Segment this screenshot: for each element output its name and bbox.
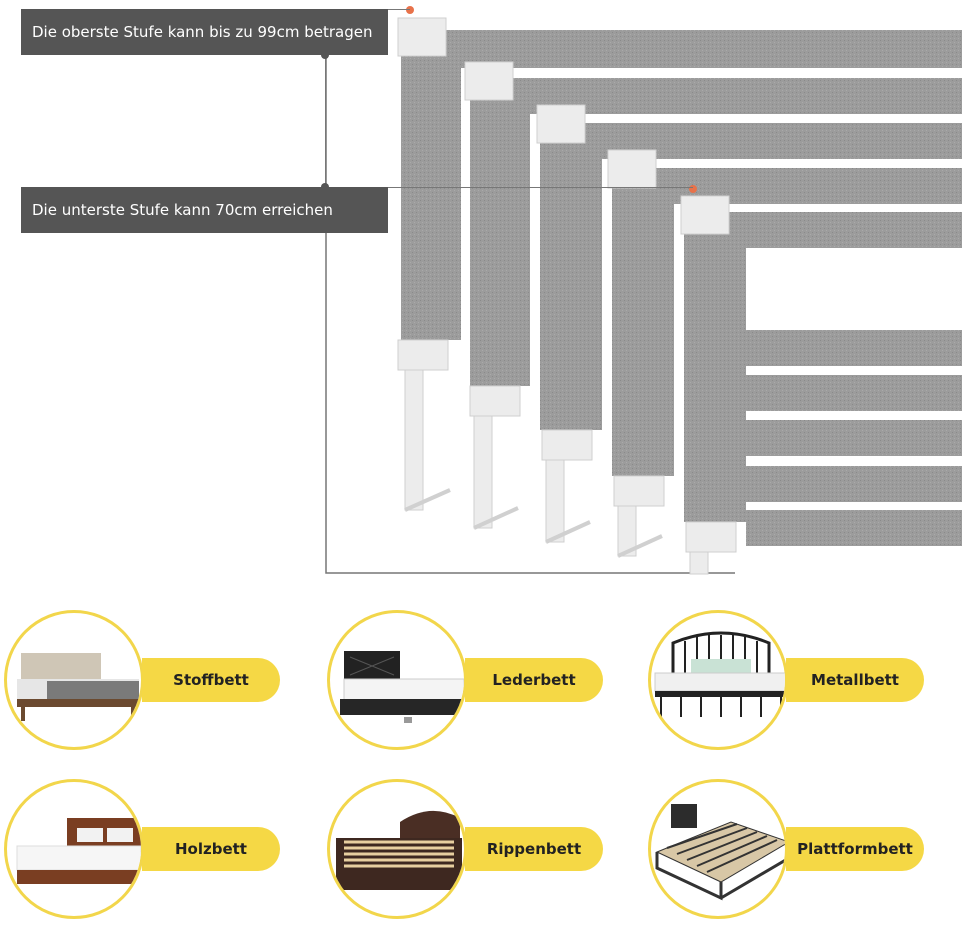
bed-card-slatted: Rippenbett: [327, 779, 607, 929]
bed-card-leather: Lederbett: [327, 610, 607, 760]
callout-top-level: Die oberste Stufe kann bis zu 99cm betra…: [21, 9, 388, 55]
rail-level-2: [464, 61, 962, 530]
wooden-bed-icon: [4, 779, 144, 919]
bed-card-metal: Metallbett: [648, 610, 928, 760]
bed-label-fabric: Stoffbett: [142, 658, 280, 702]
platform-bed-icon: [648, 779, 788, 919]
rail-level-5: [680, 195, 962, 575]
leather-bed-icon: [327, 610, 467, 750]
bed-card-platform: Plattformbett: [648, 779, 928, 929]
metal-bed-icon: [648, 610, 788, 750]
bed-card-wooden: Holzbett: [4, 779, 284, 929]
rail-level-3: [536, 104, 962, 544]
leader-dot-top: [321, 51, 329, 59]
lower-rail-bands: [746, 330, 962, 546]
rail-level-1: [397, 17, 962, 512]
bed-label-platform: Plattformbett: [786, 827, 924, 871]
callout-bottom-level: Die unterste Stufe kann 70cm erreichen: [21, 187, 388, 233]
leader-vertical: [325, 55, 326, 187]
bed-label-metal: Metallbett: [786, 658, 924, 702]
height-levels-diagram: [325, 6, 962, 575]
bed-label-leather: Lederbett: [465, 658, 603, 702]
bed-label-slatted: Rippenbett: [465, 827, 603, 871]
slatted-bed-icon: [327, 779, 467, 919]
rail-level-4: [607, 149, 962, 558]
fabric-bed-icon: [4, 610, 144, 750]
bed-card-fabric: Stoffbett: [4, 610, 284, 760]
bed-label-wooden: Holzbett: [142, 827, 280, 871]
